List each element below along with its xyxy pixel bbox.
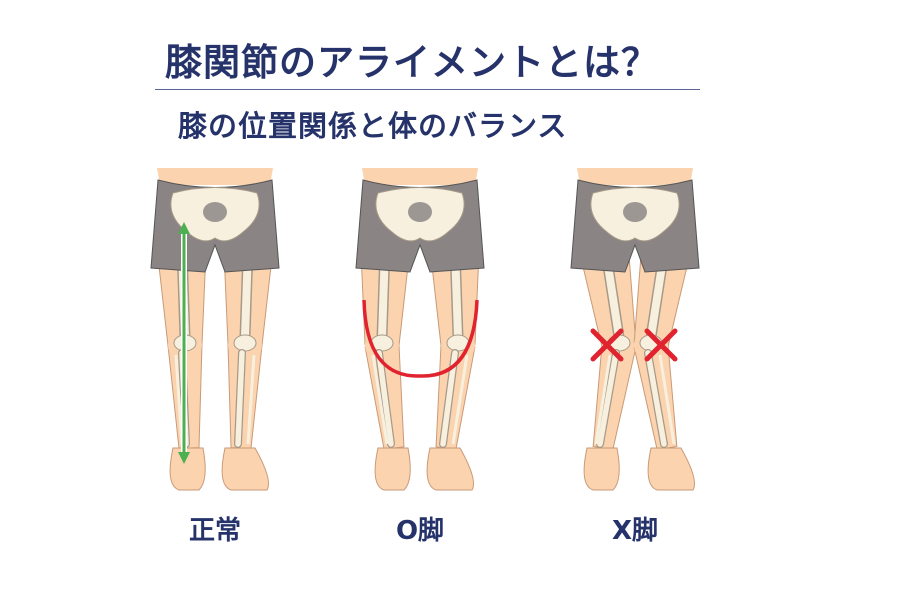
tibia [645, 350, 667, 447]
foot [221, 447, 269, 491]
figure-normal [150, 168, 280, 491]
tibia [376, 350, 394, 447]
page-title: 膝関節のアライメントとは？ [165, 41, 659, 84]
pelvic-opening [408, 202, 432, 222]
fibula [246, 354, 256, 445]
foot [374, 447, 411, 491]
label-x-legs: X脚 [611, 516, 659, 546]
x-mark-0 [590, 328, 624, 362]
o-leg-arc [362, 299, 479, 378]
tibia [235, 350, 245, 447]
patella [233, 334, 257, 352]
pelvic-opening [203, 202, 227, 222]
arrow-head-up [178, 222, 190, 234]
waist [157, 168, 273, 185]
fibula [451, 354, 469, 445]
arrow-head-down [178, 452, 190, 464]
x-stroke [590, 328, 624, 362]
waist [362, 168, 478, 185]
foot [169, 447, 206, 491]
foot [426, 447, 474, 491]
foot [647, 447, 695, 491]
fibula [594, 354, 612, 445]
x-mark-1 [644, 328, 678, 362]
pelvic-opening [623, 202, 647, 222]
x-stroke [644, 328, 678, 362]
waist [577, 168, 693, 185]
tibia [597, 350, 619, 447]
fibula [658, 354, 676, 445]
label-o-legs: O脚 [395, 516, 445, 546]
title-divider [155, 89, 700, 90]
page-subtitle: 膝の位置関係と体のバランス [178, 109, 568, 143]
figure-o-legs [355, 168, 485, 491]
alignment-arrow [178, 222, 190, 464]
label-normal: 正常 [188, 516, 241, 546]
figure-x-legs [570, 168, 700, 491]
foot [583, 447, 620, 491]
fibula [371, 354, 389, 445]
